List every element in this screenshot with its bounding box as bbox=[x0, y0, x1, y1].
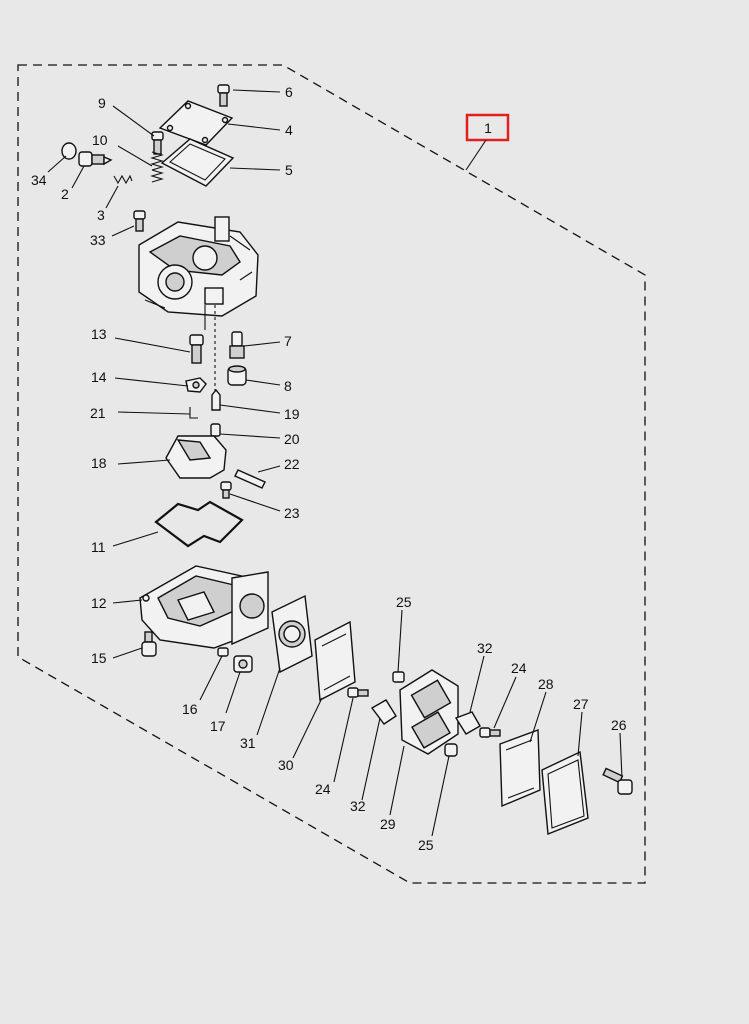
main-jet-part-14 bbox=[185, 377, 207, 393]
float-bowl-part-12 bbox=[139, 565, 269, 649]
float-bowl-gasket-part-11 bbox=[154, 500, 244, 548]
check-valve-part-32-right bbox=[454, 711, 481, 735]
screw-part-24-left bbox=[347, 687, 369, 698]
callout-15[interactable]: 15 bbox=[91, 650, 107, 666]
screw-part-6 bbox=[217, 84, 230, 107]
screw-part-16 bbox=[217, 647, 229, 657]
assembly-callout-label: 1 bbox=[484, 120, 492, 136]
callout-11[interactable]: 11 bbox=[91, 539, 106, 555]
screw-part-26 bbox=[602, 767, 633, 795]
callout-34[interactable]: 34 bbox=[31, 172, 47, 188]
screw-part-33 bbox=[133, 210, 146, 232]
callout-3[interactable]: 3 bbox=[97, 207, 105, 223]
screw-part-25-bottom bbox=[444, 743, 458, 757]
pump-body-part-29 bbox=[399, 669, 459, 755]
callout-2[interactable]: 2 bbox=[61, 186, 69, 202]
callout-25-bottom[interactable]: 25 bbox=[418, 837, 434, 853]
float-part-18 bbox=[165, 435, 227, 479]
callout-21[interactable]: 21 bbox=[90, 405, 106, 421]
callout-6[interactable]: 6 bbox=[285, 84, 293, 100]
callout-27[interactable]: 27 bbox=[573, 696, 589, 712]
screw-part-23 bbox=[220, 481, 232, 499]
callout-28[interactable]: 28 bbox=[538, 676, 554, 692]
callout-14[interactable]: 14 bbox=[91, 369, 107, 385]
callout-16[interactable]: 16 bbox=[182, 701, 198, 717]
idle-screw-part-2 bbox=[78, 151, 113, 167]
screw-part-24-right bbox=[479, 727, 501, 738]
cap-part-34 bbox=[61, 142, 77, 160]
plug-part-17 bbox=[233, 655, 253, 673]
callout-20[interactable]: 20 bbox=[284, 431, 300, 447]
callout-19[interactable]: 19 bbox=[284, 406, 300, 422]
callout-29[interactable]: 29 bbox=[380, 816, 396, 832]
spring-part-10 bbox=[150, 151, 164, 183]
callout-17[interactable]: 17 bbox=[210, 718, 226, 734]
spring-part-3 bbox=[113, 174, 133, 185]
callout-labels: 6 4 5 9 10 34 2 3 33 13 7 14 8 21 19 20 … bbox=[31, 84, 627, 853]
float-pin-part-22 bbox=[234, 469, 266, 489]
pin-screw-part-20 bbox=[210, 423, 221, 437]
drain-screw-part-15 bbox=[141, 631, 157, 657]
top-gasket bbox=[160, 138, 235, 187]
pump-gasket-part-31 bbox=[271, 594, 313, 674]
callout-32-left[interactable]: 32 bbox=[350, 798, 366, 814]
callout-23[interactable]: 23 bbox=[284, 505, 300, 521]
screw-part-9 bbox=[151, 131, 164, 155]
callout-24-right[interactable]: 24 bbox=[511, 660, 527, 676]
needle-valve-part-19 bbox=[211, 388, 221, 411]
top-cover-plate bbox=[158, 100, 234, 146]
pump-diaphragm-part-28 bbox=[499, 729, 541, 808]
callout-22[interactable]: 22 bbox=[284, 456, 300, 472]
main-nozzle-part-13 bbox=[189, 334, 204, 364]
pilot-jet-part-7 bbox=[229, 331, 245, 359]
pump-diaphragm-part-30 bbox=[314, 620, 356, 702]
assembly-boundary bbox=[17, 64, 646, 884]
callout-24-left[interactable]: 24 bbox=[315, 781, 331, 797]
callout-4[interactable]: 4 bbox=[285, 122, 293, 138]
assembly-leader bbox=[465, 139, 487, 171]
callout-25-top[interactable]: 25 bbox=[396, 594, 412, 610]
callout-12[interactable]: 12 bbox=[91, 595, 107, 611]
clip-part-21 bbox=[189, 407, 198, 419]
plug-part-8 bbox=[227, 365, 247, 386]
callout-31[interactable]: 31 bbox=[240, 735, 256, 751]
check-valve-part-32-left bbox=[370, 699, 397, 725]
callout-33[interactable]: 33 bbox=[90, 232, 106, 248]
callout-32-right[interactable]: 32 bbox=[477, 640, 493, 656]
callout-5[interactable]: 5 bbox=[285, 162, 293, 178]
callout-26[interactable]: 26 bbox=[611, 717, 627, 733]
callout-13[interactable]: 13 bbox=[91, 326, 107, 342]
callout-18[interactable]: 18 bbox=[91, 455, 107, 471]
leader-lines bbox=[47, 89, 623, 837]
screw-part-25-top bbox=[392, 671, 405, 683]
pump-cover-part-27 bbox=[541, 750, 589, 835]
carburetor-body bbox=[138, 216, 259, 317]
callout-8[interactable]: 8 bbox=[284, 378, 292, 394]
assembly-callout-box[interactable] bbox=[465, 113, 510, 142]
callout-10[interactable]: 10 bbox=[92, 132, 108, 148]
callout-30[interactable]: 30 bbox=[278, 757, 294, 773]
callout-7[interactable]: 7 bbox=[284, 333, 292, 349]
callout-9[interactable]: 9 bbox=[98, 95, 106, 111]
